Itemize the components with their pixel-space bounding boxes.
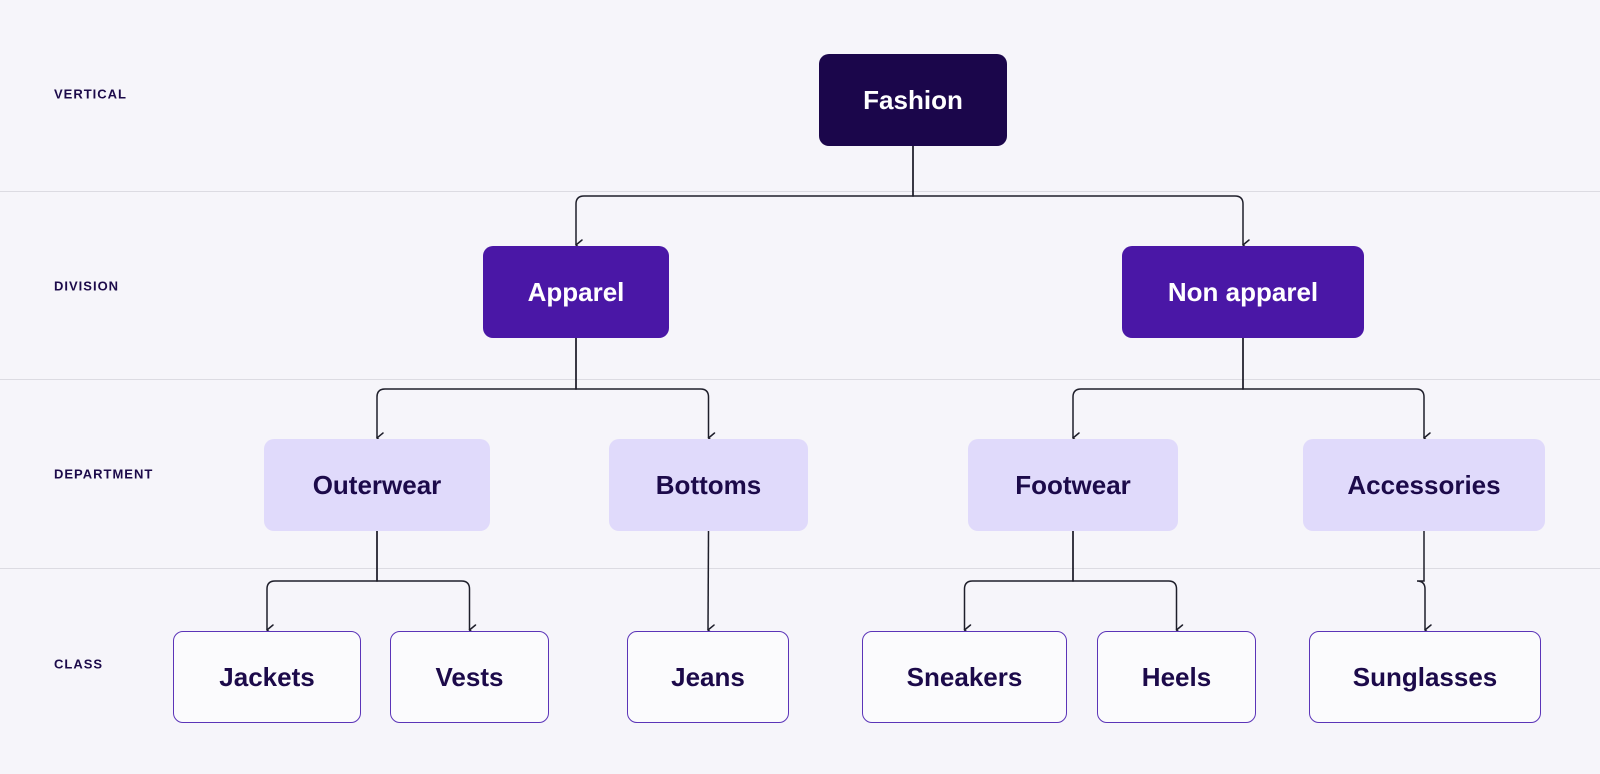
band-divider xyxy=(0,379,1600,380)
band-divider xyxy=(0,568,1600,569)
node-jackets[interactable]: Jackets xyxy=(173,631,361,723)
node-fashion[interactable]: Fashion xyxy=(819,54,1007,146)
node-vests[interactable]: Vests xyxy=(390,631,549,723)
node-non-apparel[interactable]: Non apparel xyxy=(1122,246,1364,338)
connector-outerwear-to-jackets xyxy=(266,531,378,636)
node-bottoms[interactable]: Bottoms xyxy=(609,439,808,531)
node-jeans[interactable]: Jeans xyxy=(627,631,789,723)
node-footwear[interactable]: Footwear xyxy=(968,439,1178,531)
node-sneakers[interactable]: Sneakers xyxy=(862,631,1067,723)
node-heels[interactable]: Heels xyxy=(1097,631,1256,723)
connector-footwear-to-sneakers xyxy=(963,531,1074,636)
connector-fashion-to-non-apparel xyxy=(912,146,1250,251)
node-outerwear[interactable]: Outerwear xyxy=(264,439,490,531)
node-sunglasses[interactable]: Sunglasses xyxy=(1309,631,1541,723)
connector-accessories-to-sunglasses xyxy=(1416,531,1432,636)
connector-fashion-to-apparel xyxy=(575,146,914,251)
connector-outerwear-to-vests xyxy=(376,531,477,636)
connector-apparel-to-bottoms xyxy=(575,338,716,444)
level-label-division: DIVISION xyxy=(54,278,120,294)
connector-apparel-to-outerwear xyxy=(376,338,577,444)
level-label-department: DEPARTMENT xyxy=(54,466,154,482)
level-label-class: CLASS xyxy=(54,656,104,672)
connector-footwear-to-heels xyxy=(1072,531,1184,636)
node-apparel[interactable]: Apparel xyxy=(483,246,669,338)
connector-non-apparel-to-accessories xyxy=(1242,338,1431,444)
band-divider xyxy=(0,191,1600,192)
node-accessories[interactable]: Accessories xyxy=(1303,439,1545,531)
connector-non-apparel-to-footwear xyxy=(1072,338,1244,444)
level-label-vertical: VERTICAL xyxy=(54,86,127,102)
connector-bottoms-to-jeans xyxy=(707,530,715,636)
